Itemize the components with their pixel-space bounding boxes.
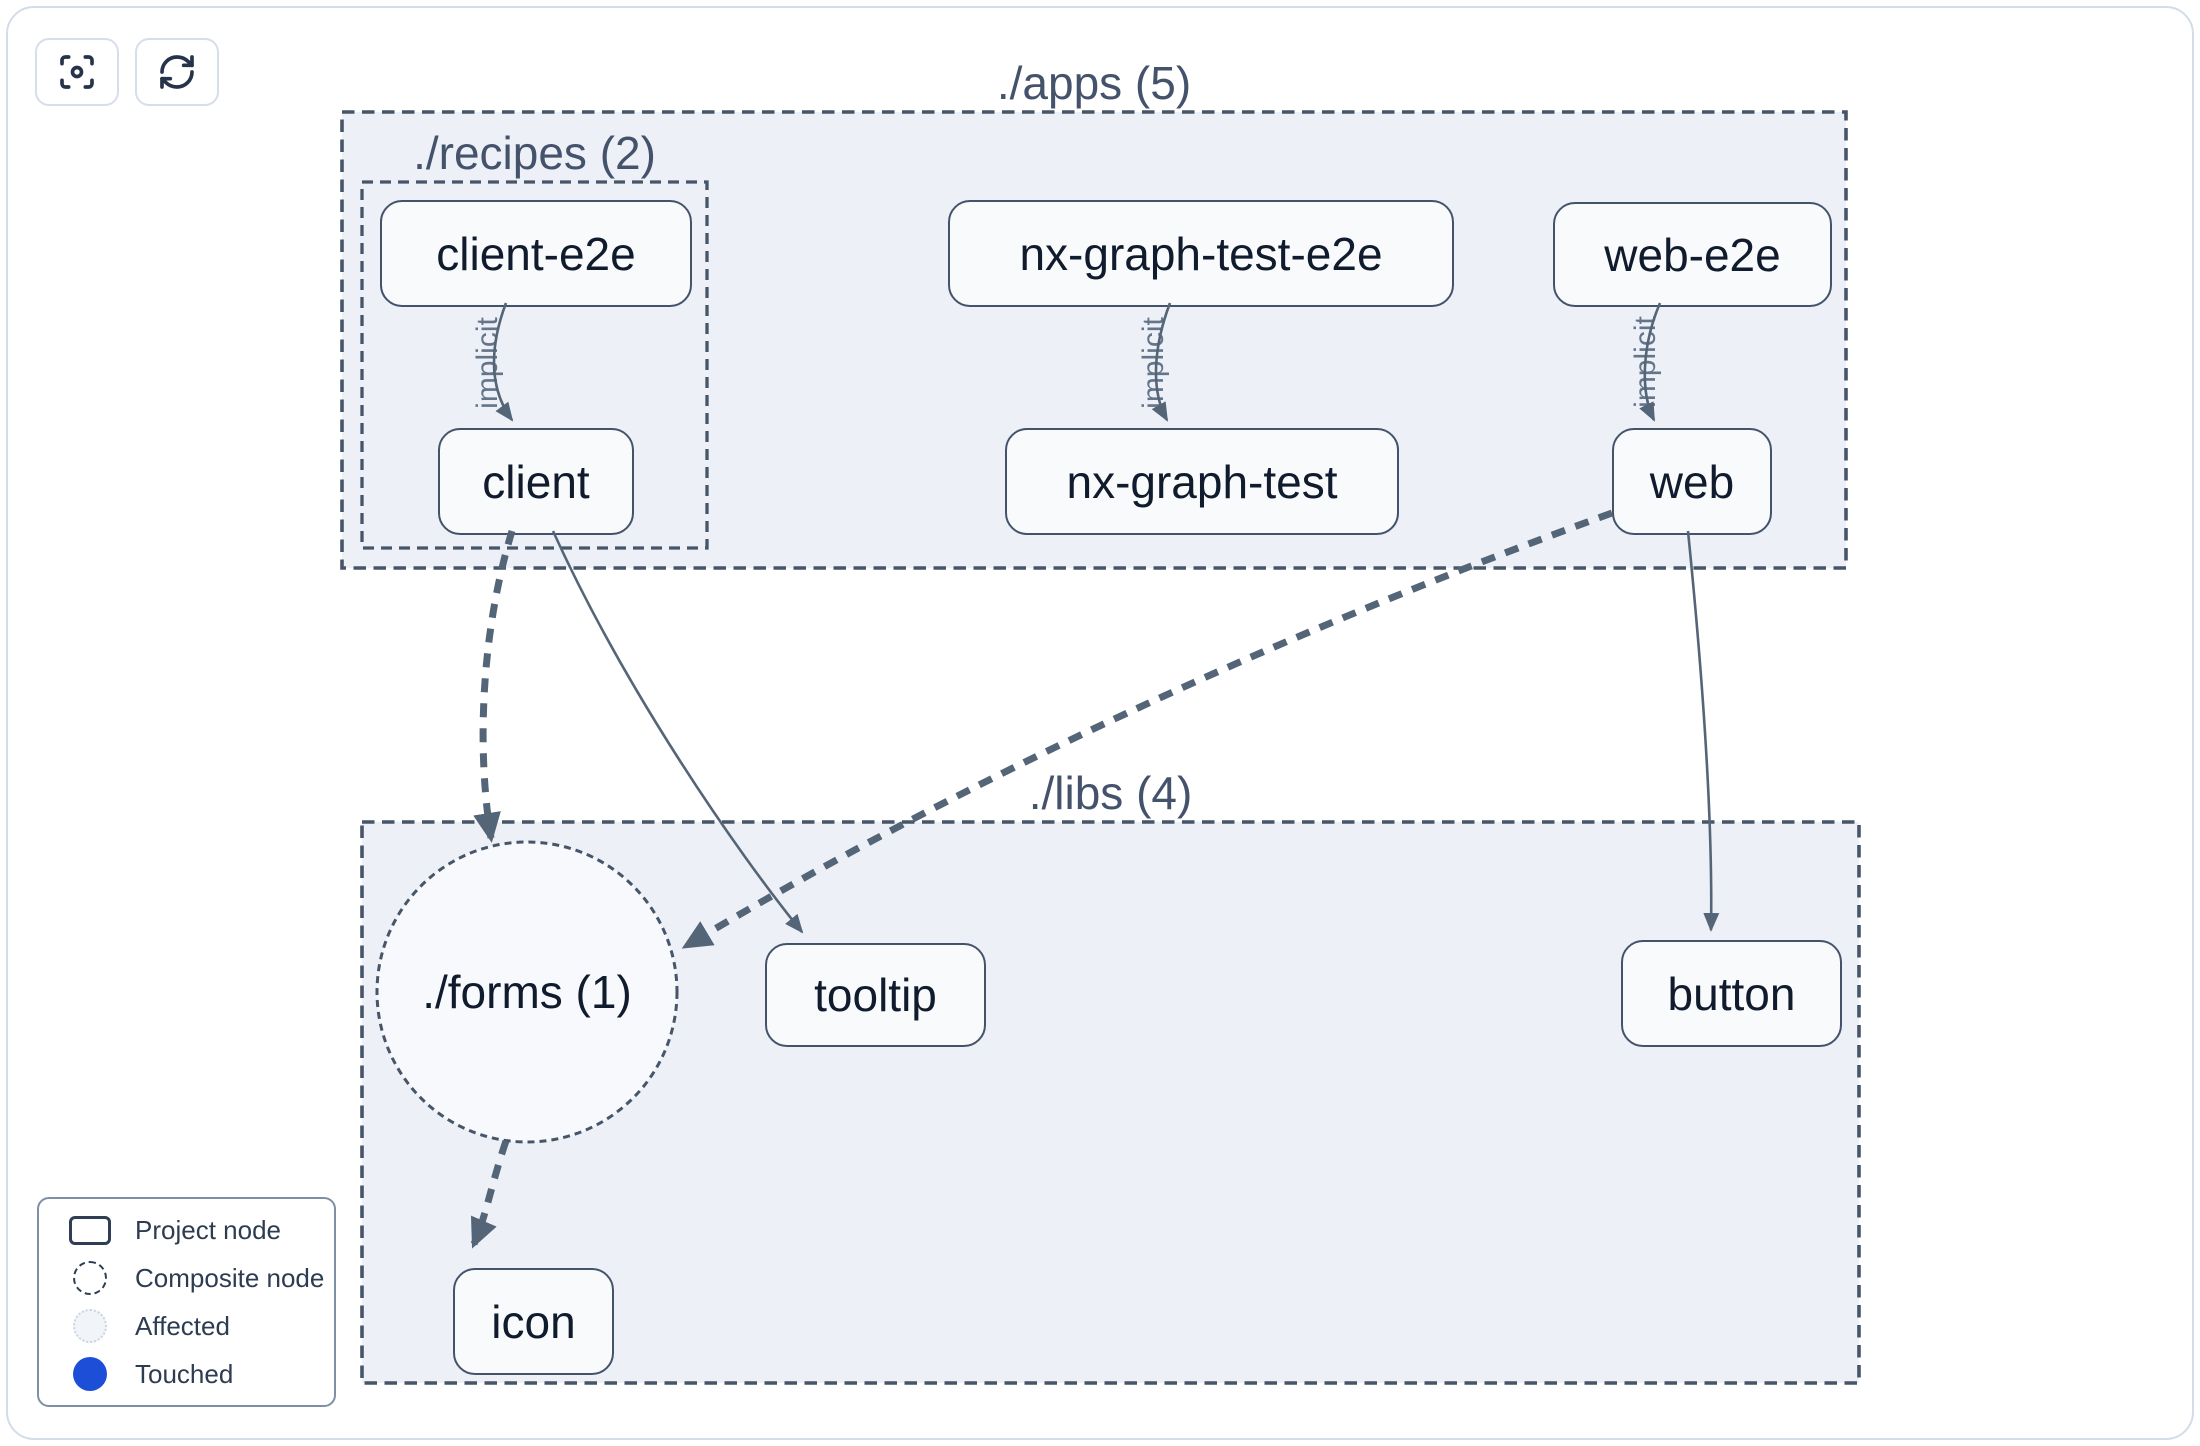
node-tooltip-label: tooltip (814, 969, 937, 1021)
node-client-e2e-label: client-e2e (436, 227, 636, 280)
affected-swatch-icon (65, 1309, 115, 1343)
node-icon-label: icon (491, 1295, 576, 1348)
node-web-e2e[interactable]: web-e2e (1553, 202, 1832, 307)
touched-swatch-icon (65, 1357, 115, 1391)
node-client-e2e[interactable]: client-e2e (380, 200, 692, 307)
refresh-button[interactable] (135, 38, 219, 106)
legend-label: Project node (135, 1214, 281, 1245)
legend-row-touched: Touched (39, 1350, 334, 1398)
node-tooltip[interactable]: tooltip (765, 943, 986, 1047)
legend-row-affected: Affected (39, 1302, 334, 1350)
node-nx-graph-test-e2e[interactable]: nx-graph-test-e2e (948, 200, 1454, 307)
node-client[interactable]: client (438, 428, 634, 535)
node-web[interactable]: web (1612, 428, 1772, 535)
composite-node-swatch-icon (65, 1261, 115, 1295)
node-icon[interactable]: icon (453, 1268, 614, 1375)
node-web-e2e-label: web-e2e (1604, 228, 1781, 281)
focus-icon (60, 55, 94, 89)
node-nx-graph-test[interactable]: nx-graph-test (1005, 428, 1399, 535)
legend-label: Touched (135, 1358, 234, 1389)
node-web-label: web (1649, 455, 1735, 508)
project-node-swatch-icon (65, 1215, 115, 1245)
node-button-label: button (1667, 967, 1796, 1020)
legend: Project node Composite node Affected Tou… (37, 1197, 336, 1407)
legend-label: Composite node (135, 1262, 325, 1293)
focus-view-button[interactable] (35, 38, 119, 106)
node-button[interactable]: button (1621, 940, 1842, 1047)
node-client-label: client (482, 455, 590, 508)
refresh-icon (160, 55, 194, 89)
legend-row-project-node: Project node (39, 1206, 334, 1254)
composite-node-forms[interactable]: ./forms (1) (377, 842, 677, 1142)
composite-node-forms-label: ./forms (1) (422, 966, 632, 1018)
node-nx-graph-test-e2e-label: nx-graph-test-e2e (1019, 227, 1383, 280)
legend-row-composite-node: Composite node (39, 1254, 334, 1302)
legend-label: Affected (135, 1310, 230, 1341)
node-nx-graph-test-label: nx-graph-test (1066, 455, 1338, 508)
